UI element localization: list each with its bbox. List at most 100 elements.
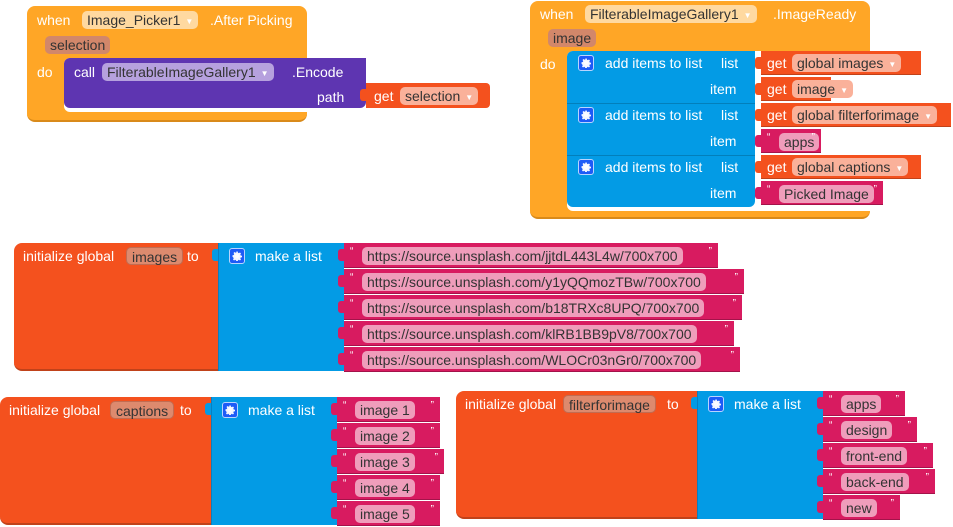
list-item-text-block[interactable]: “back-end” xyxy=(817,469,935,494)
list-item-text-block-value-text: apps xyxy=(846,396,877,412)
open-quote-icon: “ xyxy=(350,272,354,283)
mutator-gear-icon[interactable] xyxy=(708,396,724,412)
list-item-text-block-value[interactable]: https://source.unsplash.com/klRB1BB9pV8/… xyxy=(362,325,697,343)
close-quote-icon: ” xyxy=(925,472,929,483)
text-item-block[interactable]: “apps” xyxy=(755,129,821,153)
list-item-text-block[interactable]: “image 2” xyxy=(331,423,440,448)
list-item-text-block-value[interactable]: image 2 xyxy=(355,427,415,445)
list-item-text-block[interactable]: “https://source.unsplash.com/jjtdL443L4w… xyxy=(338,243,718,268)
list-item-text-block[interactable]: “https://source.unsplash.com/WLOCr03nGr0… xyxy=(338,347,740,372)
connector-tab xyxy=(338,301,344,313)
mutator-gear-icon[interactable] xyxy=(229,248,245,264)
text-item-block-value-text: apps xyxy=(784,134,815,150)
list-item-text-block-value-text: https://source.unsplash.com/jjtdL443L4w/… xyxy=(367,248,678,264)
list-item-text-block[interactable]: “design” xyxy=(817,417,917,442)
initialize-global-label: initialize global xyxy=(9,402,101,418)
close-quote-icon: ” xyxy=(730,350,734,361)
path-arg-label: path xyxy=(317,89,345,105)
add-items-label: add items to list xyxy=(605,107,703,123)
mutator-gear-icon[interactable] xyxy=(578,55,594,71)
list-item-text-block-value[interactable]: image 3 xyxy=(355,453,415,471)
connector-tab xyxy=(755,135,761,147)
mutator-gear-icon[interactable] xyxy=(578,159,594,175)
when-label: when xyxy=(37,12,71,28)
global-var-name-field[interactable]: images xyxy=(126,247,184,265)
text-item-block-value[interactable]: apps xyxy=(779,133,820,151)
list-item-text-block-value[interactable]: new xyxy=(841,499,877,517)
open-quote-icon: “ xyxy=(343,400,347,411)
list-item-text-block-value-text: image 3 xyxy=(360,454,410,470)
get-selection-block[interactable]: get selection▼ xyxy=(360,83,490,108)
list-var-dropdown-text: global images xyxy=(797,55,884,71)
list-item-text-block[interactable]: “image 1” xyxy=(331,397,440,422)
global-var-name-field-text: filterforimage xyxy=(569,397,650,413)
list-item-text-block[interactable]: “new” xyxy=(817,495,900,520)
text-item-block[interactable]: “Picked Image” xyxy=(755,181,883,205)
list-item-text-block[interactable]: “https://source.unsplash.com/b18TRXc8UPQ… xyxy=(338,295,742,320)
list-item-text-block-value[interactable]: https://source.unsplash.com/y1yQQmozTBw/… xyxy=(362,273,706,291)
get-label: get xyxy=(374,88,394,104)
get-list-var-block[interactable]: get global images▼ xyxy=(755,51,921,75)
list-item-text-block-value[interactable]: https://source.unsplash.com/b18TRXc8UPQ/… xyxy=(362,299,705,317)
make-a-list-block[interactable]: make a list xyxy=(205,397,337,525)
mutator-gear-icon[interactable] xyxy=(222,402,238,418)
make-a-list-block[interactable]: make a list xyxy=(212,243,344,371)
make-a-list-label: make a list xyxy=(734,396,801,412)
list-item-text-block[interactable]: “image 3” xyxy=(331,449,444,474)
get-var-dropdown[interactable]: selection▼ xyxy=(400,87,479,105)
list-var-dropdown[interactable]: global images▼ xyxy=(792,54,902,72)
component-name: FilterableImageGallery1 xyxy=(590,6,739,22)
dropdown-arrow-icon: ▼ xyxy=(924,112,933,121)
component-name: Image_Picker1 xyxy=(87,12,181,28)
event-param-image[interactable]: image xyxy=(548,29,597,47)
close-quote-icon: ” xyxy=(724,324,728,335)
list-item-text-block[interactable]: “image 4” xyxy=(331,475,440,500)
list-item-text-block[interactable]: “front-end” xyxy=(817,443,933,468)
list-var-dropdown[interactable]: global filterforimage▼ xyxy=(792,106,938,124)
list-item-text-block-value[interactable]: back-end xyxy=(841,473,909,491)
list-item-text-block-value[interactable]: image 1 xyxy=(355,401,415,419)
list-item-text-block-value[interactable]: apps xyxy=(841,395,882,413)
global-var-name-field[interactable]: captions xyxy=(110,401,175,419)
global-var-name-field[interactable]: filterforimage xyxy=(563,395,656,413)
list-var-dropdown[interactable]: global captions▼ xyxy=(792,158,909,176)
get-label: get xyxy=(767,55,787,71)
call-label: call xyxy=(74,64,96,80)
list-item-text-block[interactable]: “https://source.unsplash.com/klRB1BB9pV8… xyxy=(338,321,734,346)
list-socket-label: list xyxy=(721,107,739,123)
component-dropdown[interactable]: FilterableImageGallery1▼ xyxy=(585,5,757,23)
list-item-text-block[interactable]: “apps” xyxy=(817,391,905,416)
component-dropdown[interactable]: Image_Picker1▼ xyxy=(82,11,199,29)
text-item-block-value[interactable]: Picked Image xyxy=(779,185,874,203)
list-item-text-block-value[interactable]: https://source.unsplash.com/WLOCr03nGr0/… xyxy=(362,351,702,369)
close-quote-icon: ” xyxy=(430,478,434,489)
list-item-text-block[interactable]: “image 5” xyxy=(331,501,440,526)
list-item-text-block-value[interactable]: front-end xyxy=(841,447,908,465)
list-socket-label: list xyxy=(721,55,739,71)
list-item-text-block-value[interactable]: image 4 xyxy=(355,479,415,497)
connector-tab xyxy=(360,89,366,101)
list-item-text-block-value-text: front-end xyxy=(846,448,903,464)
call-encode-block[interactable]: call FilterableImageGallery1▼ .Encode pa… xyxy=(64,58,366,108)
list-item-text-block-value[interactable]: https://source.unsplash.com/jjtdL443L4w/… xyxy=(362,247,683,265)
list-var-dropdown-text: global captions xyxy=(797,159,891,175)
list-item-text-block[interactable]: “ https://source.unsplash.com/y1yQQmozTBw… xyxy=(338,269,744,294)
event-param-selection[interactable]: selection xyxy=(45,36,111,54)
mutator-gear-icon[interactable] xyxy=(578,107,594,123)
make-a-list-block[interactable]: make a list xyxy=(691,391,823,519)
list-item-text-block-value-text: https://source.unsplash.com/y1yQQmozTBw/… xyxy=(367,274,701,290)
list-item-text-block-value[interactable]: design xyxy=(841,421,893,439)
list-item-text-block-value[interactable]: image 5 xyxy=(355,505,415,523)
call-component-dropdown[interactable]: FilterableImageGallery1▼ xyxy=(102,63,274,81)
item-var-dropdown[interactable]: image▼ xyxy=(792,80,854,98)
connector-tab xyxy=(331,429,337,441)
